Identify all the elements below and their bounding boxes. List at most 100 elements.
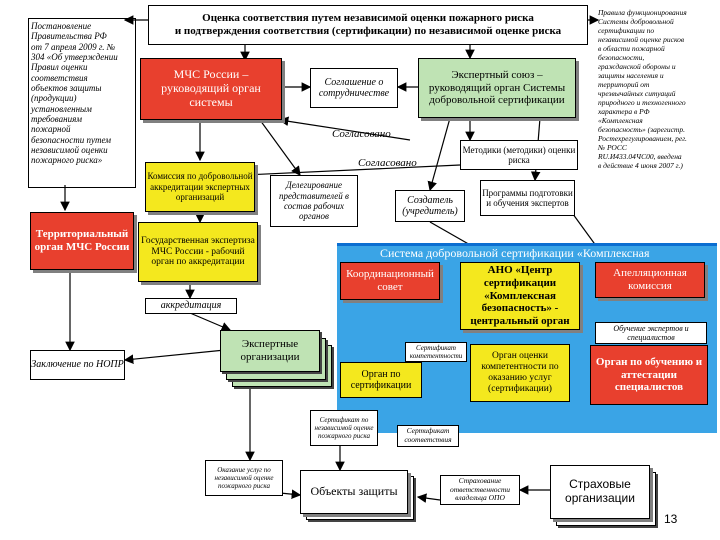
cert-compliance-small-label: Сертификат компетентности bbox=[409, 343, 463, 360]
left-regulation-line: требованиям bbox=[31, 114, 83, 125]
right-rules-line: «Комплексная bbox=[598, 116, 643, 125]
right-rules-line: Системы добровольной bbox=[598, 17, 674, 26]
delegation-box: Делегирование представителей в состав ра… bbox=[270, 175, 358, 227]
right-rules-line: в области пожарной bbox=[598, 44, 665, 53]
conclusion-box: Заключение по НОПР bbox=[30, 350, 125, 380]
left-regulation-line: соответствия bbox=[31, 72, 88, 83]
right-rules-line: гражданской обороны и bbox=[598, 62, 676, 71]
cert-compliance-box: Сертификат соответствия bbox=[397, 425, 459, 447]
accreditation-label: аккредитация bbox=[160, 300, 222, 312]
training-body-box: Орган по обучению и аттестации специалис… bbox=[590, 345, 708, 405]
state-exam-box: Государственная экспертиза МЧС России - … bbox=[138, 222, 258, 282]
programs-label: Программы подготовки и обучения эксперто… bbox=[482, 187, 573, 208]
right-rules-line: территорий от bbox=[598, 80, 650, 89]
left-regulation-line: от 7 апреля 2009 г. № bbox=[31, 41, 116, 52]
training-small-label: Обучение экспертов и специалистов bbox=[613, 323, 689, 342]
objects-box: Объекты защиты bbox=[300, 470, 408, 514]
cert-body-box: Орган по сертификации bbox=[340, 362, 422, 398]
right-rules-line: № РОСС bbox=[598, 143, 627, 152]
agreed-label-2: Согласовано bbox=[358, 157, 417, 169]
objects-label: Объекты защиты bbox=[310, 484, 398, 499]
commission-label: Комиссия по добровольной аккредитации эк… bbox=[147, 171, 253, 203]
right-rules-line: характера в РФ bbox=[598, 107, 650, 116]
territorial-box: Территориальный орган МЧС России bbox=[30, 212, 134, 270]
diagram-title-line1: Оценка соответствия путем независимой оц… bbox=[202, 12, 534, 25]
left-regulation-head: Постановление bbox=[31, 21, 92, 31]
assessment-body-label: Орган оценки компетентности по оказанию … bbox=[481, 351, 559, 394]
accreditation-box: аккредитация bbox=[145, 298, 237, 314]
methods-box: Методики (методики) оценки риска bbox=[460, 140, 578, 170]
diagram-title: Оценка соответствия путем независимой оц… bbox=[148, 5, 588, 45]
agreement-label: Соглашение о сотрудничестве bbox=[318, 76, 390, 100]
arrow-experts-conclusion bbox=[123, 349, 226, 364]
right-rules-line: безопасности, bbox=[598, 53, 645, 62]
coord-council-box: Координационный совет bbox=[340, 262, 440, 300]
training-small-box: Обучение экспертов и специалистов bbox=[595, 322, 707, 344]
mchs-label: МЧС России – руководящий орган системы bbox=[161, 67, 261, 109]
right-rules-line: безопасность» (зарегистр. bbox=[598, 125, 685, 134]
insurance-resp-label: Страхование ответственности владельца ОП… bbox=[449, 476, 511, 503]
left-regulation-box: Постановление Правительства РФ от 7 апре… bbox=[28, 18, 136, 188]
service-independent-label: Оказание услуг по независимой оценке пож… bbox=[214, 465, 274, 491]
coord-council-label: Координационный совет bbox=[346, 268, 434, 293]
programs-box: Программы подготовки и обучения эксперто… bbox=[480, 180, 575, 216]
state-exam-label: Государственная экспертиза МЧС России - … bbox=[141, 235, 255, 268]
agreement-box: Соглашение о сотрудничестве bbox=[310, 68, 398, 108]
founder-box: Создатель (учредитель) bbox=[395, 190, 465, 222]
training-body-label: Орган по обучению и аттестации специалис… bbox=[595, 356, 703, 394]
left-regulation-line: пожарного риска» bbox=[31, 155, 103, 166]
expert-union-label: Экспертный союз – руководящий орган Сист… bbox=[428, 69, 566, 107]
arrow-objects-insurance bbox=[416, 493, 441, 503]
left-regulation-line: (продукции) bbox=[31, 93, 77, 104]
mchs-box: МЧС России – руководящий орган системы bbox=[140, 58, 282, 120]
left-regulation-line: установленным bbox=[31, 103, 92, 114]
agreed-label-1: Согласовано bbox=[332, 128, 391, 140]
right-rules-line: защиты населения и bbox=[598, 71, 664, 80]
conclusion-label: Заключение по НОПР bbox=[31, 359, 124, 371]
cert-body-label: Орган по сертификации bbox=[350, 368, 412, 392]
service-independent-box: Оказание услуг по независимой оценке пож… bbox=[205, 460, 283, 496]
cert-independent-label: Сертификат по независимой оценке пожарно… bbox=[314, 415, 374, 441]
arrow-mchs-delegation bbox=[259, 119, 301, 176]
arrow-accr-experts bbox=[189, 312, 232, 332]
diagram-title-line2: и подтверждения соответствия (сертификац… bbox=[174, 25, 562, 37]
system-line bbox=[337, 243, 717, 246]
page-number: 13 bbox=[664, 512, 678, 526]
founder-label: Создатель (учредитель) bbox=[402, 194, 458, 218]
assessment-body-box: Орган оценки компетентности по оказанию … bbox=[470, 344, 570, 402]
cert-independent-box: Сертификат по независимой оценке пожарно… bbox=[310, 410, 378, 446]
insurance-label: Страховые организации bbox=[565, 477, 635, 505]
right-rules-line: природного и техногенного bbox=[598, 98, 686, 107]
commission-box: Комиссия по добровольной аккредитации эк… bbox=[145, 162, 255, 212]
right-rules-line: RU.И433.04ЧС00, введена bbox=[598, 152, 682, 161]
right-rules-line: чрезвычайных ситуаций bbox=[598, 89, 676, 98]
methods-label: Методики (методики) оценки риска bbox=[462, 144, 576, 165]
left-regulation-line: 304 «Об утверждении bbox=[31, 52, 118, 63]
left-regulation-line: безопасности путем bbox=[31, 134, 112, 145]
right-rules-line: независимой оценке рисков bbox=[598, 35, 685, 44]
arrow-union-founder bbox=[427, 117, 451, 192]
appeal-label: Апелляционная комиссия bbox=[613, 267, 687, 292]
insurance-box: Страховые организации bbox=[550, 465, 650, 519]
cert-compliance-label: Сертификат соответствия bbox=[404, 426, 452, 444]
left-regulation-line: Правительства РФ bbox=[31, 31, 107, 42]
system-label: Система добровольной сертификации «Компл… bbox=[380, 246, 650, 260]
left-regulation-line: объектов защиты bbox=[31, 83, 102, 94]
insurance-resp-box: Страхование ответственности владельца ОП… bbox=[440, 475, 520, 505]
left-regulation-line: независимой оценки bbox=[31, 145, 108, 156]
expert-orgs-box: Экспертные организации bbox=[220, 330, 320, 372]
right-rules-line: сертификации по bbox=[598, 26, 655, 35]
right-rules-line: Правила функционирования bbox=[598, 8, 687, 17]
left-regulation-line: пожарной bbox=[31, 124, 71, 135]
ano-box: АНО «Центр сертификации «Комплексная без… bbox=[460, 262, 580, 330]
right-rules-text: Правила функционирования Системы доброво… bbox=[598, 8, 716, 170]
expert-union-box: Экспертный союз – руководящий орган Сист… bbox=[418, 58, 576, 118]
cert-compliance-small-box: Сертификат компетентности bbox=[405, 342, 467, 362]
arrow-methods-agreed2 bbox=[243, 164, 461, 180]
left-regulation-line: Правил оценки bbox=[31, 62, 88, 73]
ano-label: АНО «Центр сертификации «Комплексная без… bbox=[470, 264, 570, 327]
appeal-box: Апелляционная комиссия bbox=[595, 262, 705, 298]
delegation-label: Делегирование представителей в состав ра… bbox=[279, 180, 349, 222]
right-rules-line: в действие 4 июня 2007 г.) bbox=[598, 161, 683, 170]
right-rules-line: Ростехрегулированием, рег. bbox=[598, 134, 687, 143]
